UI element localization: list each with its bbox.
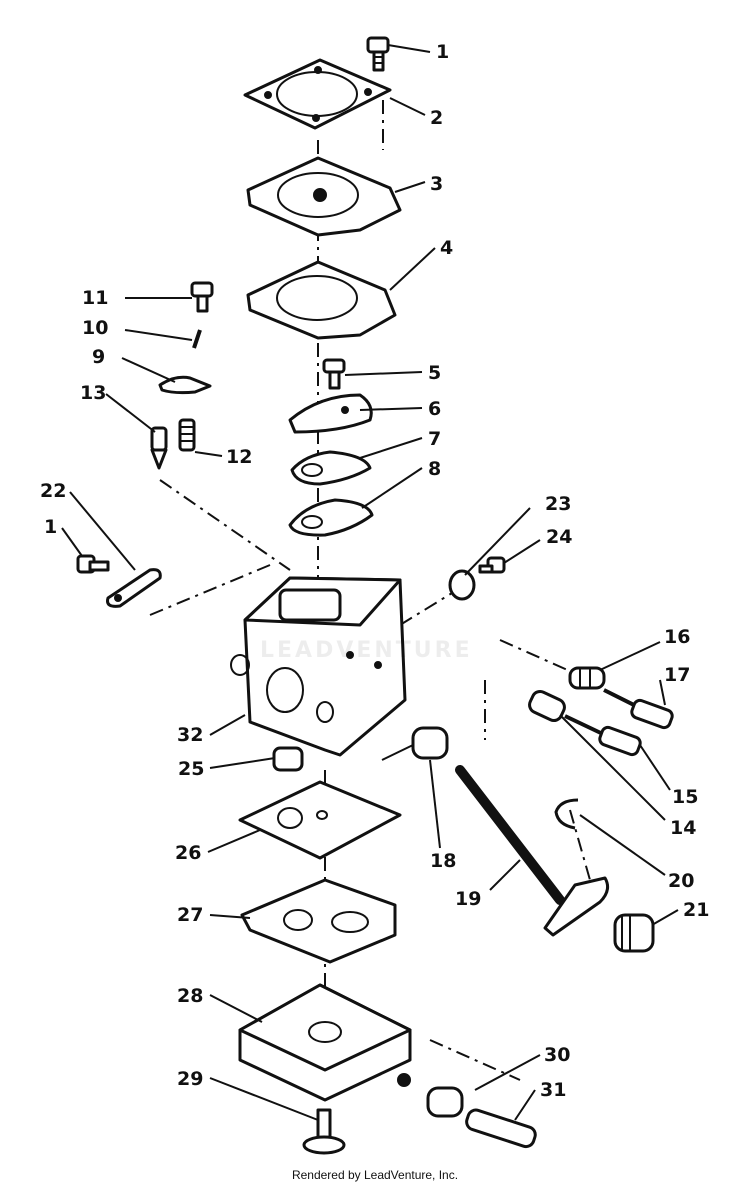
screw-part-1 [366,36,390,72]
callout-6: 6 [428,398,441,420]
needle-part-15 [564,714,642,757]
callout-15: 15 [672,786,698,808]
callout-4: 4 [440,237,453,259]
watermark-text: LEADVENTURE [260,638,473,663]
needle-part-17 [603,688,674,730]
callout-27: 27 [177,904,203,926]
callout-19: 19 [455,888,481,910]
callout-9: 9 [92,346,105,368]
callout-25: 25 [178,758,204,780]
callout-16: 16 [664,626,690,648]
screw-part-11 [190,281,214,313]
callout-23: 23 [545,493,571,515]
callout-14: 14 [670,817,696,839]
callout-21: 21 [683,899,709,921]
diaphragm-part-3 [246,156,402,237]
callout-18: 18 [430,850,456,872]
disk-part-7 [290,450,372,486]
needle-axis-line [159,479,291,571]
callout-1: 1 [436,41,449,63]
pump-body-part-28 [238,983,412,1102]
metering-lever-part-6 [288,393,373,434]
callout-11: 11 [82,287,108,309]
carburetor-body-part-32 [230,576,407,757]
callout-13: 13 [80,382,106,404]
callout-26: 26 [175,842,201,864]
callout-7: 7 [428,428,441,450]
gasket-part-4 [246,260,397,340]
spring-axis-line [429,1039,521,1081]
spring-part-30 [426,1086,464,1118]
callout-labels: 1 2 3 4 5 6 7 8 9 10 11 12 13 14 15 16 1… [40,41,709,1101]
pump-cover-part-2 [243,58,392,130]
callout-3: 3 [430,173,443,195]
callout-24: 24 [546,526,572,548]
clip-part-20 [554,798,579,830]
throttle-shaft-part-19 [455,765,610,937]
screw-part-1-left [76,554,110,574]
needle-part-31 [465,1108,537,1149]
callout-8: 8 [428,458,441,480]
screw-part-29 [302,1108,346,1155]
spring-part-16 [568,666,606,690]
inlet-needle-part-13 [150,426,168,470]
callout-28: 28 [177,985,203,1007]
disk-part-8 [288,498,374,537]
callout-20: 20 [668,870,694,892]
knob-part-21 [613,913,655,953]
gasket-part-26 [238,780,402,860]
callout-31: 31 [540,1079,566,1101]
spring-part-14 [528,689,566,723]
callout-17: 17 [664,664,690,686]
screen-part-25 [272,746,304,772]
callout-5: 5 [428,362,441,384]
callout-12: 12 [226,446,252,468]
callout-29: 29 [177,1068,203,1090]
screw-part-5 [322,358,346,390]
fitting-part-24 [478,556,506,574]
gasket-part-27 [240,878,397,964]
leader-lines [61,44,679,1121]
callout-1-left: 1 [44,516,57,538]
callout-32: 32 [177,724,203,746]
spring-part-12 [178,418,196,452]
needle-h-axis-line [499,639,591,681]
footer-credit: Rendered by LeadVenture, Inc. [291,1168,459,1182]
clip-axis-line [569,809,591,881]
spring-part-18 [381,726,449,761]
plate-part-22 [106,568,162,608]
callout-10: 10 [82,317,108,339]
callout-2: 2 [430,107,443,129]
filter-screen-part-23 [448,569,476,601]
pin-part-10 [192,329,202,349]
plate-axis-line [149,564,271,616]
callout-30: 30 [544,1044,570,1066]
callout-22: 22 [40,480,66,502]
